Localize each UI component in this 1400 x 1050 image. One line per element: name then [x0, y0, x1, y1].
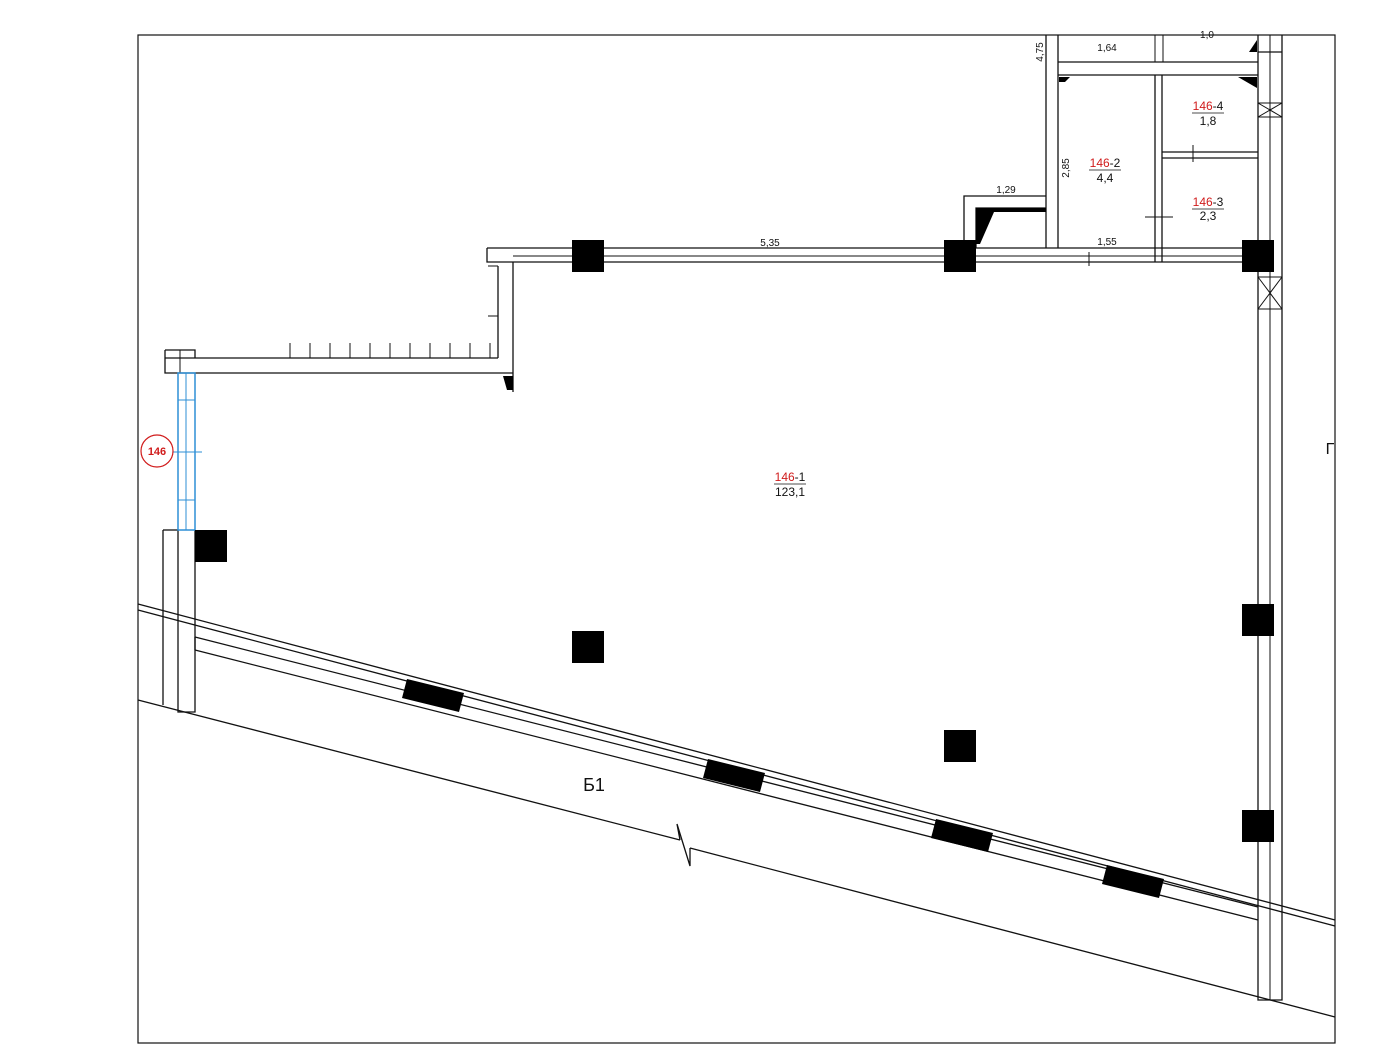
slanted-wall	[137, 603, 1336, 1018]
room-suffix: -4	[1213, 99, 1224, 113]
entrance-door	[170, 372, 202, 531]
room-area: 4,4	[1097, 171, 1114, 185]
dimension-label: 1,64	[1097, 43, 1117, 54]
unit-number: 146	[148, 446, 166, 458]
room-number: 146	[1193, 195, 1213, 209]
wall-columns-slanted	[402, 679, 1164, 898]
room-suffix: -2	[1110, 156, 1121, 170]
room-label-146-2: 146-2 4,4	[1089, 156, 1121, 185]
room-label-146-1: 146-1 123,1	[774, 470, 806, 499]
service-rooms	[963, 35, 1258, 266]
dimension-label: 1,55	[1097, 237, 1117, 248]
room-area: 2,3	[1200, 209, 1217, 223]
axis-label: Б1	[583, 775, 605, 795]
room-number: 146	[1090, 156, 1110, 170]
unit-number-badge: 146	[140, 434, 174, 468]
room-area: 1,8	[1200, 114, 1217, 128]
dimension-label: 5,35	[760, 238, 780, 249]
room-number: 146	[775, 470, 795, 484]
structural-columns	[195, 240, 1274, 842]
svg-text:146-3: 146-3	[1193, 195, 1224, 209]
edge-mark: Г	[1326, 441, 1335, 458]
dimension-label: 4,75	[1035, 42, 1046, 62]
room-number: 146	[1193, 99, 1213, 113]
svg-text:146-4: 146-4	[1193, 99, 1224, 113]
dimension-label: 2,85	[1061, 158, 1072, 178]
upper-left-wall	[164, 262, 514, 392]
dimension-label: 1,0	[1200, 30, 1214, 41]
room-suffix: -1	[795, 470, 806, 484]
room-label-146-3: 146-3 2,3	[1192, 195, 1224, 223]
top-wall	[486, 247, 1260, 263]
room-label-146-4: 146-4 1,8	[1192, 99, 1224, 128]
svg-text:146-1: 146-1	[775, 470, 806, 484]
right-wall	[1257, 35, 1283, 1001]
svg-text:146-2: 146-2	[1090, 156, 1121, 170]
dimension-label: 1,29	[996, 185, 1016, 196]
drawing-frame	[137, 34, 1336, 1044]
room-area: 123,1	[775, 485, 805, 499]
room-suffix: -3	[1213, 195, 1224, 209]
